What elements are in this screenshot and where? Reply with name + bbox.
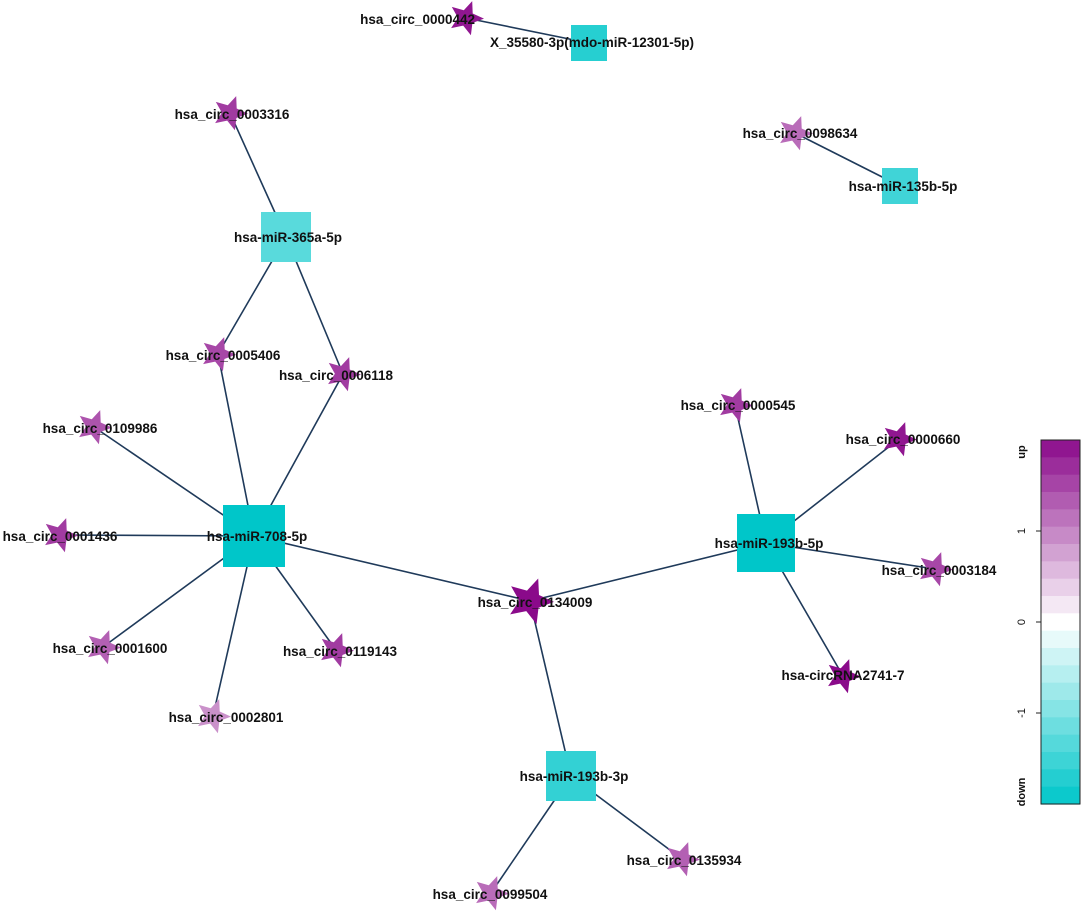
circrna-node-n2801 — [198, 699, 231, 734]
circrna-node-n109986 — [79, 410, 112, 445]
node-label-m193b5: hsa-miR-193b-5p — [715, 536, 824, 551]
legend-swatch — [1041, 700, 1080, 718]
node-label-n119143: hsa_circ_0119143 — [283, 644, 398, 659]
node-label-n98634: hsa_circ_0098634 — [743, 126, 858, 141]
circrna-node-n545 — [720, 388, 753, 423]
mirna-node-m193b5 — [737, 514, 795, 572]
mirna-node-mdo — [571, 25, 607, 61]
circrna-node-n1436 — [45, 518, 78, 553]
mirna-node-m193b3 — [546, 751, 596, 801]
mirna-node-m708 — [223, 505, 285, 567]
color-legend: 1 0 -1 up down — [1016, 439, 1081, 806]
circrna-node-n134009 — [510, 578, 554, 625]
mirna-node-m135 — [882, 168, 918, 204]
circrna-node-n98634 — [780, 116, 813, 151]
node-label-n2801: hsa_circ_0002801 — [169, 710, 284, 725]
node-label-n99504: hsa_circ_0099504 — [433, 887, 548, 902]
node-label-n134009: hsa_circ_0134009 — [478, 595, 593, 610]
node-label-m708: hsa-miR-708-5p — [207, 529, 308, 544]
node-label-n2741: hsa-circRNA2741-7 — [781, 668, 904, 683]
mirna-node-m365 — [261, 212, 311, 262]
circrna-node-n442 — [451, 1, 484, 36]
legend-ticks: 1 0 -1 — [1016, 528, 1041, 718]
legend-swatch — [1041, 578, 1080, 597]
node-label-n135934: hsa_circ_0135934 — [627, 853, 742, 868]
node-label-n5406: hsa_circ_0005406 — [166, 348, 281, 363]
legend-gradient — [1041, 440, 1080, 805]
legend-up-label: up — [1016, 445, 1028, 459]
node-label-n660: hsa_circ_0000660 — [846, 432, 961, 447]
legend-swatch — [1041, 474, 1080, 493]
circrna-node-n135934 — [667, 842, 700, 877]
legend-swatch — [1041, 682, 1080, 701]
node-label-n109986: hsa_circ_0109986 — [43, 421, 158, 436]
legend-swatch — [1041, 596, 1080, 614]
circrna-node-n5406 — [203, 337, 236, 372]
node-label-n6118: hsa_circ_0006118 — [279, 368, 394, 383]
legend-swatch — [1041, 440, 1080, 458]
legend-swatch — [1041, 786, 1080, 805]
circrna-node-n3184 — [920, 552, 953, 587]
legend-swatch — [1041, 648, 1080, 666]
edge-n442-mdo — [465, 17, 590, 44]
label-layer: hsa_circ_0000442X_35580-3p(mdo-miR-12301… — [3, 12, 997, 902]
node-layer — [45, 1, 953, 911]
node-label-m135: hsa-miR-135b-5p — [849, 179, 958, 194]
node-label-n1436: hsa_circ_0001436 — [3, 529, 118, 544]
legend-swatch — [1041, 613, 1080, 632]
node-label-m365: hsa-miR-365a-5p — [234, 230, 342, 245]
circrna-node-n99504 — [476, 876, 509, 911]
legend-down-label: down — [1016, 777, 1028, 806]
legend-tick-label: 0 — [1016, 619, 1028, 625]
circrna-node-n660 — [884, 422, 917, 457]
edge-n134009-m193b3 — [529, 600, 572, 777]
legend-swatch — [1041, 544, 1080, 562]
legend-swatch — [1041, 752, 1080, 770]
legend-swatch — [1041, 665, 1080, 684]
edge-layer — [59, 17, 936, 894]
legend-swatch — [1041, 734, 1080, 753]
node-label-n545: hsa_circ_0000545 — [681, 398, 796, 413]
legend-tick-label: 1 — [1016, 528, 1028, 534]
legend-swatch — [1041, 561, 1080, 580]
circrna-node-n2741 — [828, 659, 861, 694]
legend-swatch — [1041, 769, 1080, 788]
legend-swatch — [1041, 492, 1080, 510]
legend-swatch — [1041, 509, 1080, 528]
circrna-node-n1600 — [88, 630, 121, 665]
legend-swatch — [1041, 630, 1080, 649]
node-label-n3184: hsa_circ_0003184 — [882, 563, 997, 578]
node-label-n3316: hsa_circ_0003316 — [175, 107, 290, 122]
node-label-m193b3: hsa-miR-193b-3p — [520, 769, 629, 784]
edge-m708-n134009 — [253, 535, 531, 602]
circrna-node-n119143 — [321, 633, 354, 668]
legend-swatch — [1041, 457, 1080, 476]
node-label-mdo: X_35580-3p(mdo-miR-12301-5p) — [490, 35, 694, 50]
legend-swatch — [1041, 526, 1080, 545]
legend-tick-label: -1 — [1016, 708, 1028, 718]
edge-n134009-m193b5 — [529, 542, 767, 602]
circrna-node-n3316 — [215, 96, 248, 131]
edge-n1436-m708 — [59, 534, 255, 537]
node-label-n442: hsa_circ_0000442 — [360, 12, 475, 27]
circrna-node-n6118 — [328, 357, 361, 392]
legend-swatch — [1041, 717, 1080, 736]
node-label-n1600: hsa_circ_0001600 — [53, 641, 168, 656]
